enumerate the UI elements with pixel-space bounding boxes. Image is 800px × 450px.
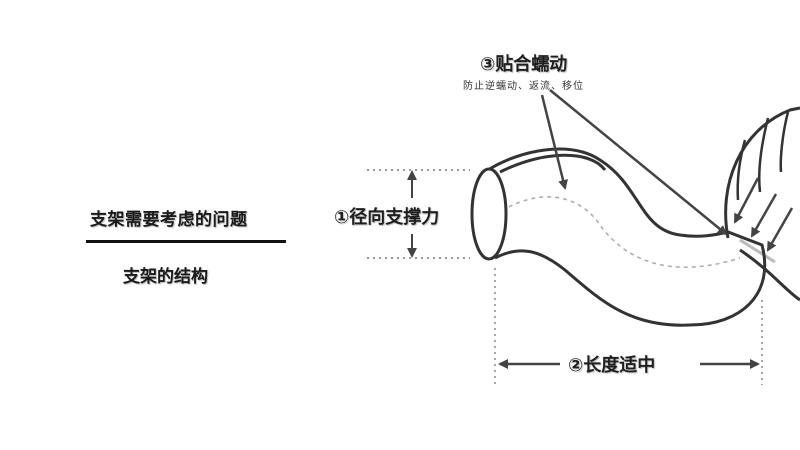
fit-pointer-arrows bbox=[540, 89, 728, 236]
intestine-outline bbox=[724, 106, 800, 302]
slide-subtitle: 支架的结构 bbox=[123, 267, 208, 287]
fit-peristalsis-label: ③贴合蠕动 bbox=[480, 54, 568, 75]
peristalsis-lines bbox=[736, 111, 790, 201]
stent-top-edge bbox=[499, 153, 607, 174]
intestine-hatch bbox=[739, 238, 776, 264]
stent-body bbox=[487, 147, 767, 327]
radial-support-label: ①径向支撑力 bbox=[334, 207, 440, 228]
peristalsis-arrows bbox=[733, 177, 794, 252]
length-label: ②长度适中 bbox=[568, 355, 656, 376]
stent-centerline bbox=[494, 196, 741, 268]
slide-title: 支架需要考虑的问题 bbox=[90, 210, 248, 230]
fit-peristalsis-note: 防止逆蠕动、返流、移位 bbox=[463, 81, 584, 92]
radial-support-guides bbox=[367, 169, 470, 259]
length-guides bbox=[494, 268, 763, 385]
stent-opening bbox=[470, 167, 508, 261]
title-divider bbox=[86, 240, 286, 243]
